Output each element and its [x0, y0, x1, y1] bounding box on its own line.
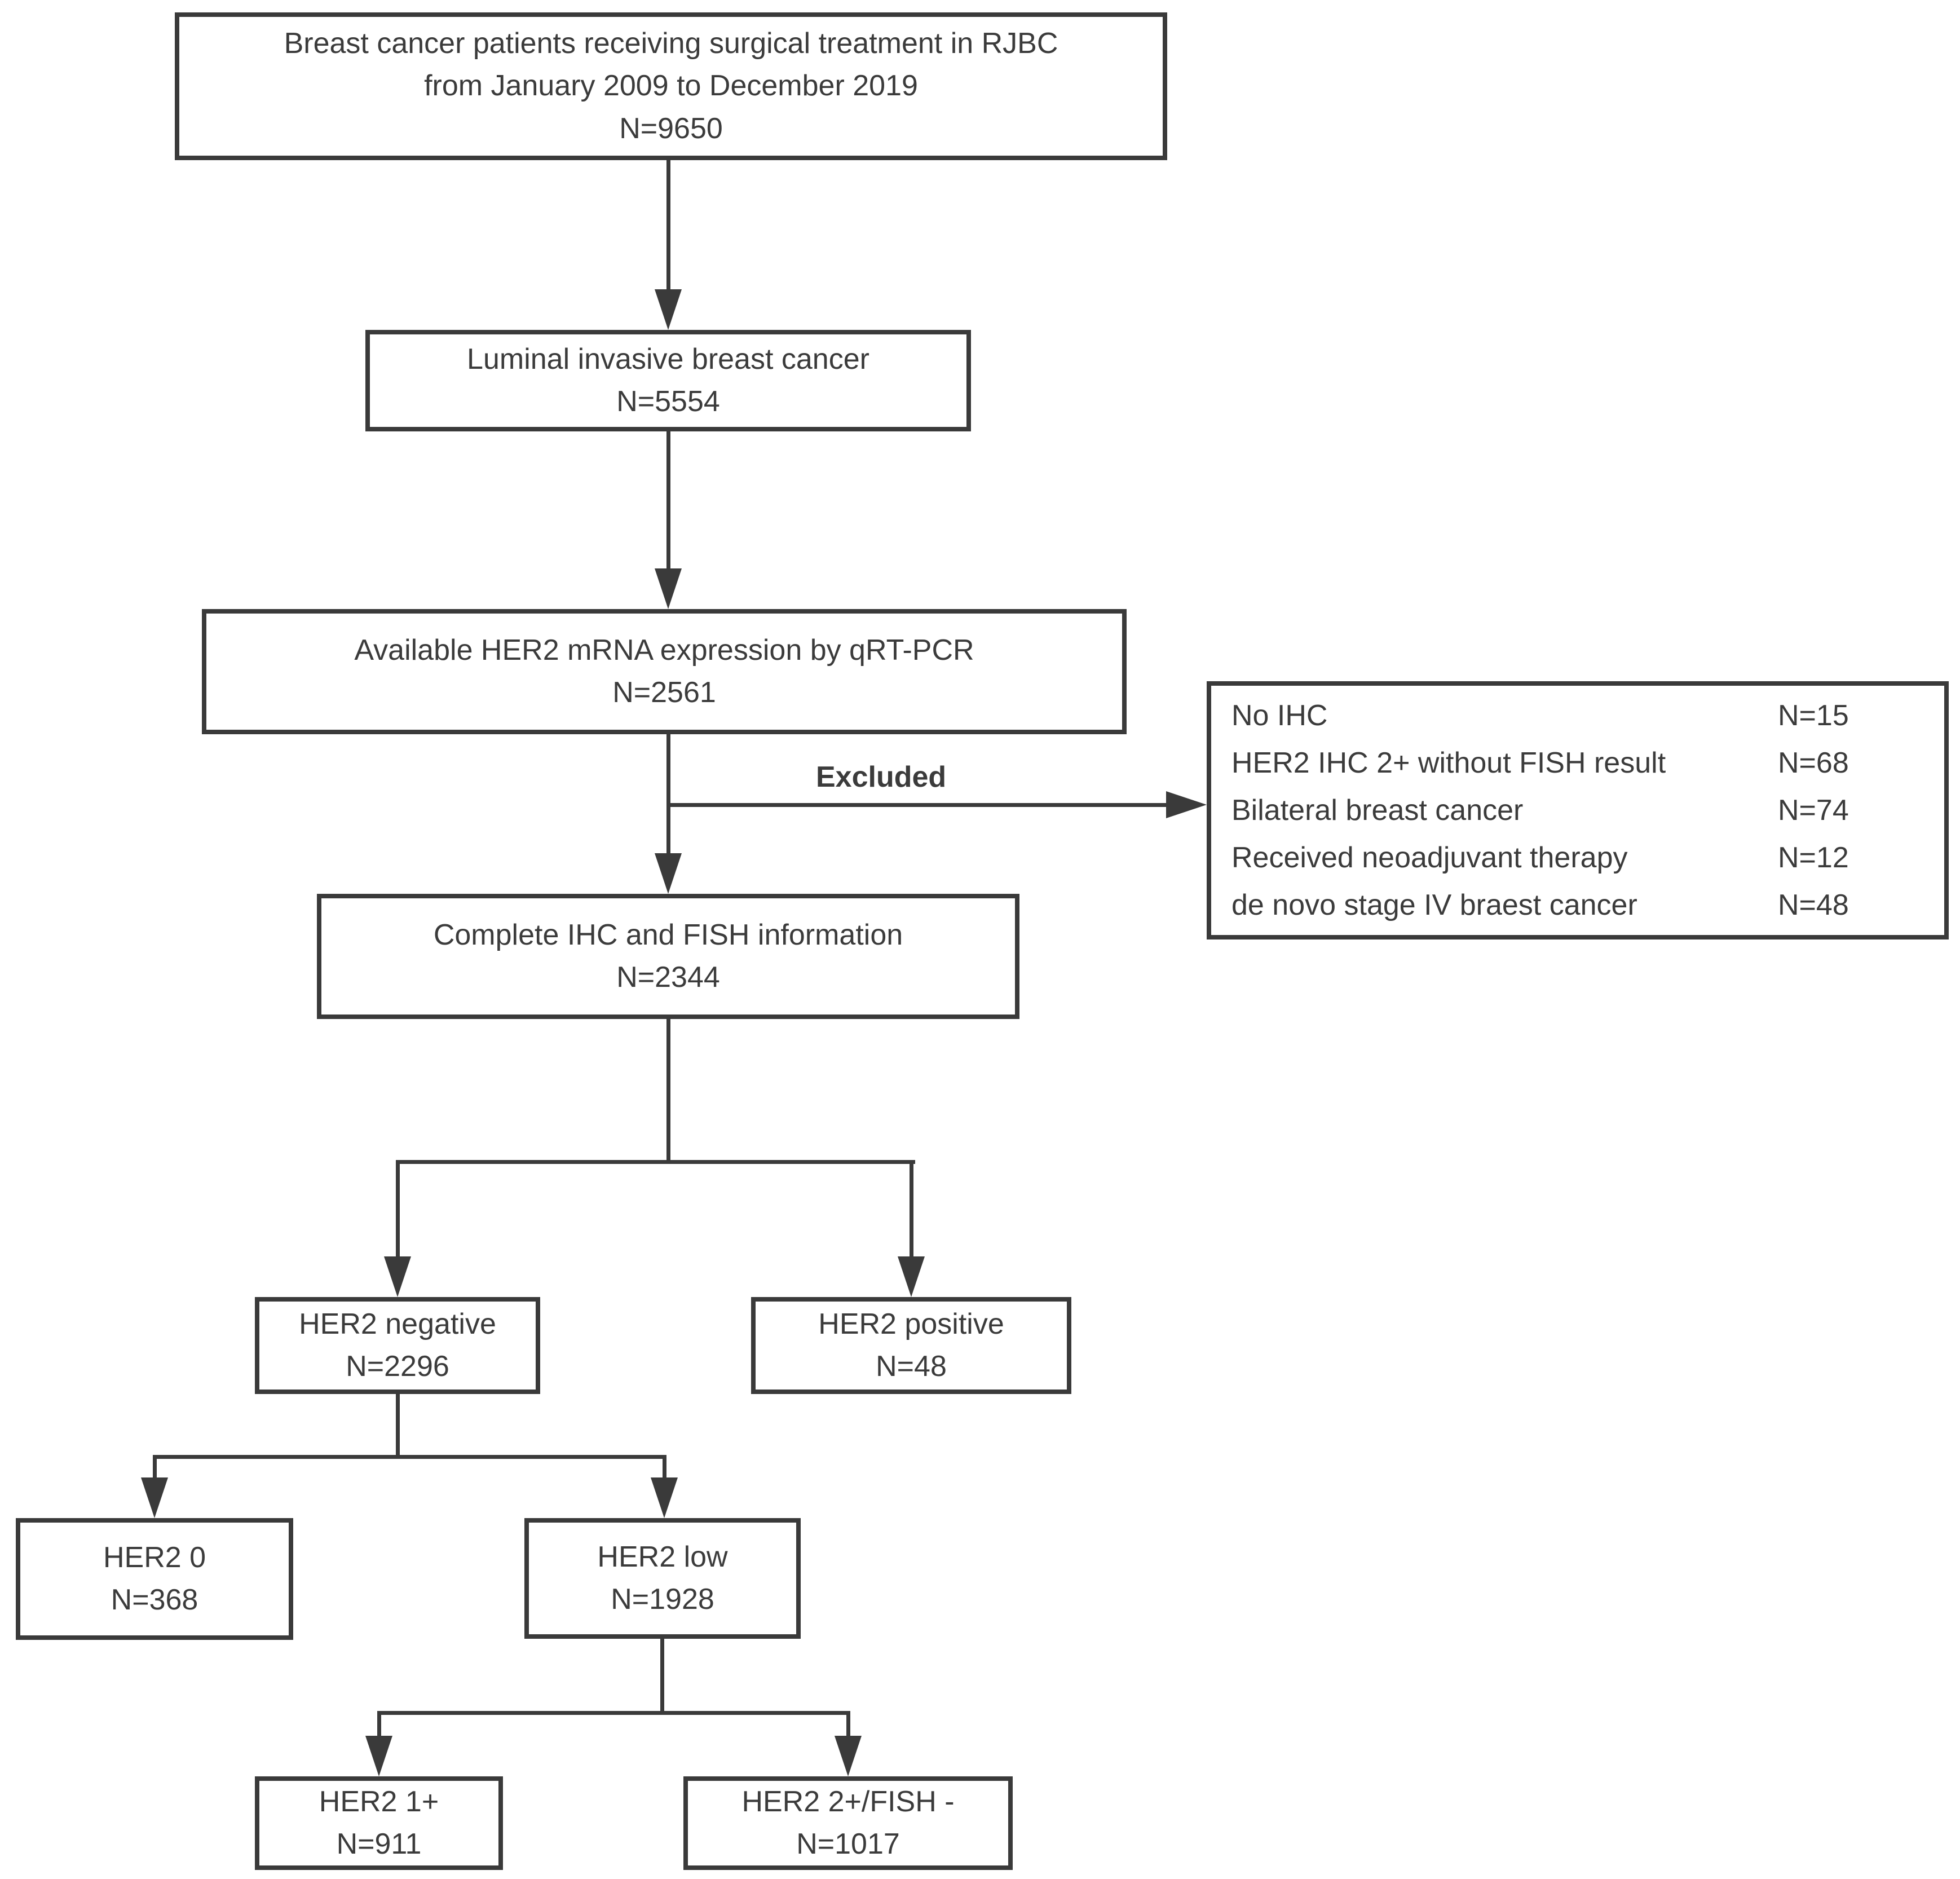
connector-to-her2-2plus-fish	[846, 1711, 850, 1738]
arrowhead-down-icon	[655, 289, 682, 330]
arrowhead-down-icon	[655, 853, 682, 894]
connector-0-low-bar	[153, 1455, 666, 1459]
connector-to-her2-0	[153, 1455, 157, 1480]
arrowhead-down-icon	[651, 1477, 678, 1518]
arrowhead-down-icon	[655, 568, 682, 609]
node-text: HER2 1+	[319, 1785, 439, 1818]
node-count: N=911	[336, 1828, 422, 1860]
excluded-count: N=68	[1778, 747, 1849, 779]
node-count: N=2344	[616, 961, 720, 994]
connector-neg-pos-bar	[396, 1160, 915, 1164]
excluded-count: N=74	[1778, 794, 1849, 827]
node-her2-0: HER2 0 N=368	[16, 1518, 293, 1640]
node-initial-cohort: Breast cancer patients receiving surgica…	[175, 12, 1167, 160]
excluded-reason: HER2 IHC 2+ without FISH result	[1231, 747, 1666, 779]
node-count: N=2296	[346, 1350, 449, 1383]
node-text: HER2 low	[597, 1540, 728, 1573]
node-luminal-invasive: Luminal invasive breast cancer N=5554	[365, 330, 971, 431]
connector-1plus-fish-bar	[377, 1711, 850, 1715]
excluded-item: Received neoadjuvant therapy N=12	[1231, 834, 1922, 881]
node-count: N=5554	[616, 385, 720, 418]
connector-to-her2-low	[663, 1455, 666, 1480]
arrowhead-down-icon	[898, 1256, 925, 1297]
node-complete-ihc-fish: Complete IHC and FISH information N=2344	[317, 894, 1019, 1019]
connector-to-her2-1plus	[377, 1711, 381, 1738]
node-count: N=9650	[619, 112, 723, 145]
node-count: N=368	[111, 1584, 198, 1616]
node-text: HER2 0	[103, 1541, 206, 1574]
excluded-count: N=48	[1778, 889, 1849, 921]
excluded-reason: de novo stage IV braest cancer	[1231, 889, 1637, 921]
node-excluded-reasons: No IHC N=15 HER2 IHC 2+ without FISH res…	[1207, 681, 1949, 939]
node-text: Available HER2 mRNA expression by qRT-PC…	[354, 633, 974, 667]
connector-negative-stem	[396, 1394, 400, 1459]
node-her2-positive: HER2 positive N=48	[751, 1297, 1071, 1394]
node-text: HER2 2+/FISH -	[741, 1785, 955, 1818]
arrowhead-down-icon	[141, 1477, 168, 1518]
node-her2-negative: HER2 negative N=2296	[255, 1297, 540, 1394]
connector-initial-to-luminal	[666, 160, 670, 290]
node-qrtpcr-available: Available HER2 mRNA expression by qRT-PC…	[202, 609, 1127, 734]
connector-low-stem	[660, 1639, 664, 1715]
excluded-reason: No IHC	[1231, 699, 1328, 732]
arrowhead-down-icon	[835, 1736, 862, 1776]
node-text: from January 2009 to December 2019	[424, 69, 918, 103]
arrowhead-down-icon	[365, 1736, 392, 1776]
excluded-count: N=12	[1778, 841, 1849, 874]
node-count: N=2561	[612, 676, 716, 709]
node-text: Luminal invasive breast cancer	[467, 342, 869, 376]
connector-to-her2-negative	[396, 1160, 400, 1259]
node-text: Complete IHC and FISH information	[433, 918, 903, 951]
node-her2-1plus: HER2 1+ N=911	[255, 1776, 503, 1870]
excluded-label: Excluded	[816, 761, 947, 793]
node-text: HER2 negative	[299, 1307, 496, 1340]
node-her2-2plus-fish-negative: HER2 2+/FISH - N=1017	[683, 1776, 1013, 1870]
connector-excluded-branch	[666, 803, 1166, 807]
connector-to-her2-positive	[910, 1160, 913, 1259]
node-text: HER2 positive	[818, 1307, 1004, 1340]
excluded-reason: Bilateral breast cancer	[1231, 794, 1524, 827]
node-count: N=48	[876, 1350, 947, 1383]
node-text: Breast cancer patients receiving surgica…	[284, 27, 1058, 60]
excluded-count: N=15	[1778, 699, 1849, 732]
excluded-item: No IHC N=15	[1231, 692, 1922, 739]
arrowhead-right-icon	[1166, 791, 1207, 818]
arrowhead-down-icon	[384, 1256, 411, 1297]
node-count: N=1928	[611, 1583, 714, 1616]
connector-complete-stem	[666, 1019, 670, 1164]
excluded-item: Bilateral breast cancer N=74	[1231, 787, 1922, 834]
excluded-item: de novo stage IV braest cancer N=48	[1231, 881, 1922, 929]
node-her2-low: HER2 low N=1928	[524, 1518, 801, 1639]
excluded-item: HER2 IHC 2+ without FISH result N=68	[1231, 739, 1922, 787]
excluded-reason: Received neoadjuvant therapy	[1231, 841, 1628, 874]
connector-qrtpcr-to-complete	[666, 734, 670, 853]
connector-luminal-to-qrtpcr	[666, 431, 670, 570]
node-count: N=1017	[796, 1828, 900, 1860]
